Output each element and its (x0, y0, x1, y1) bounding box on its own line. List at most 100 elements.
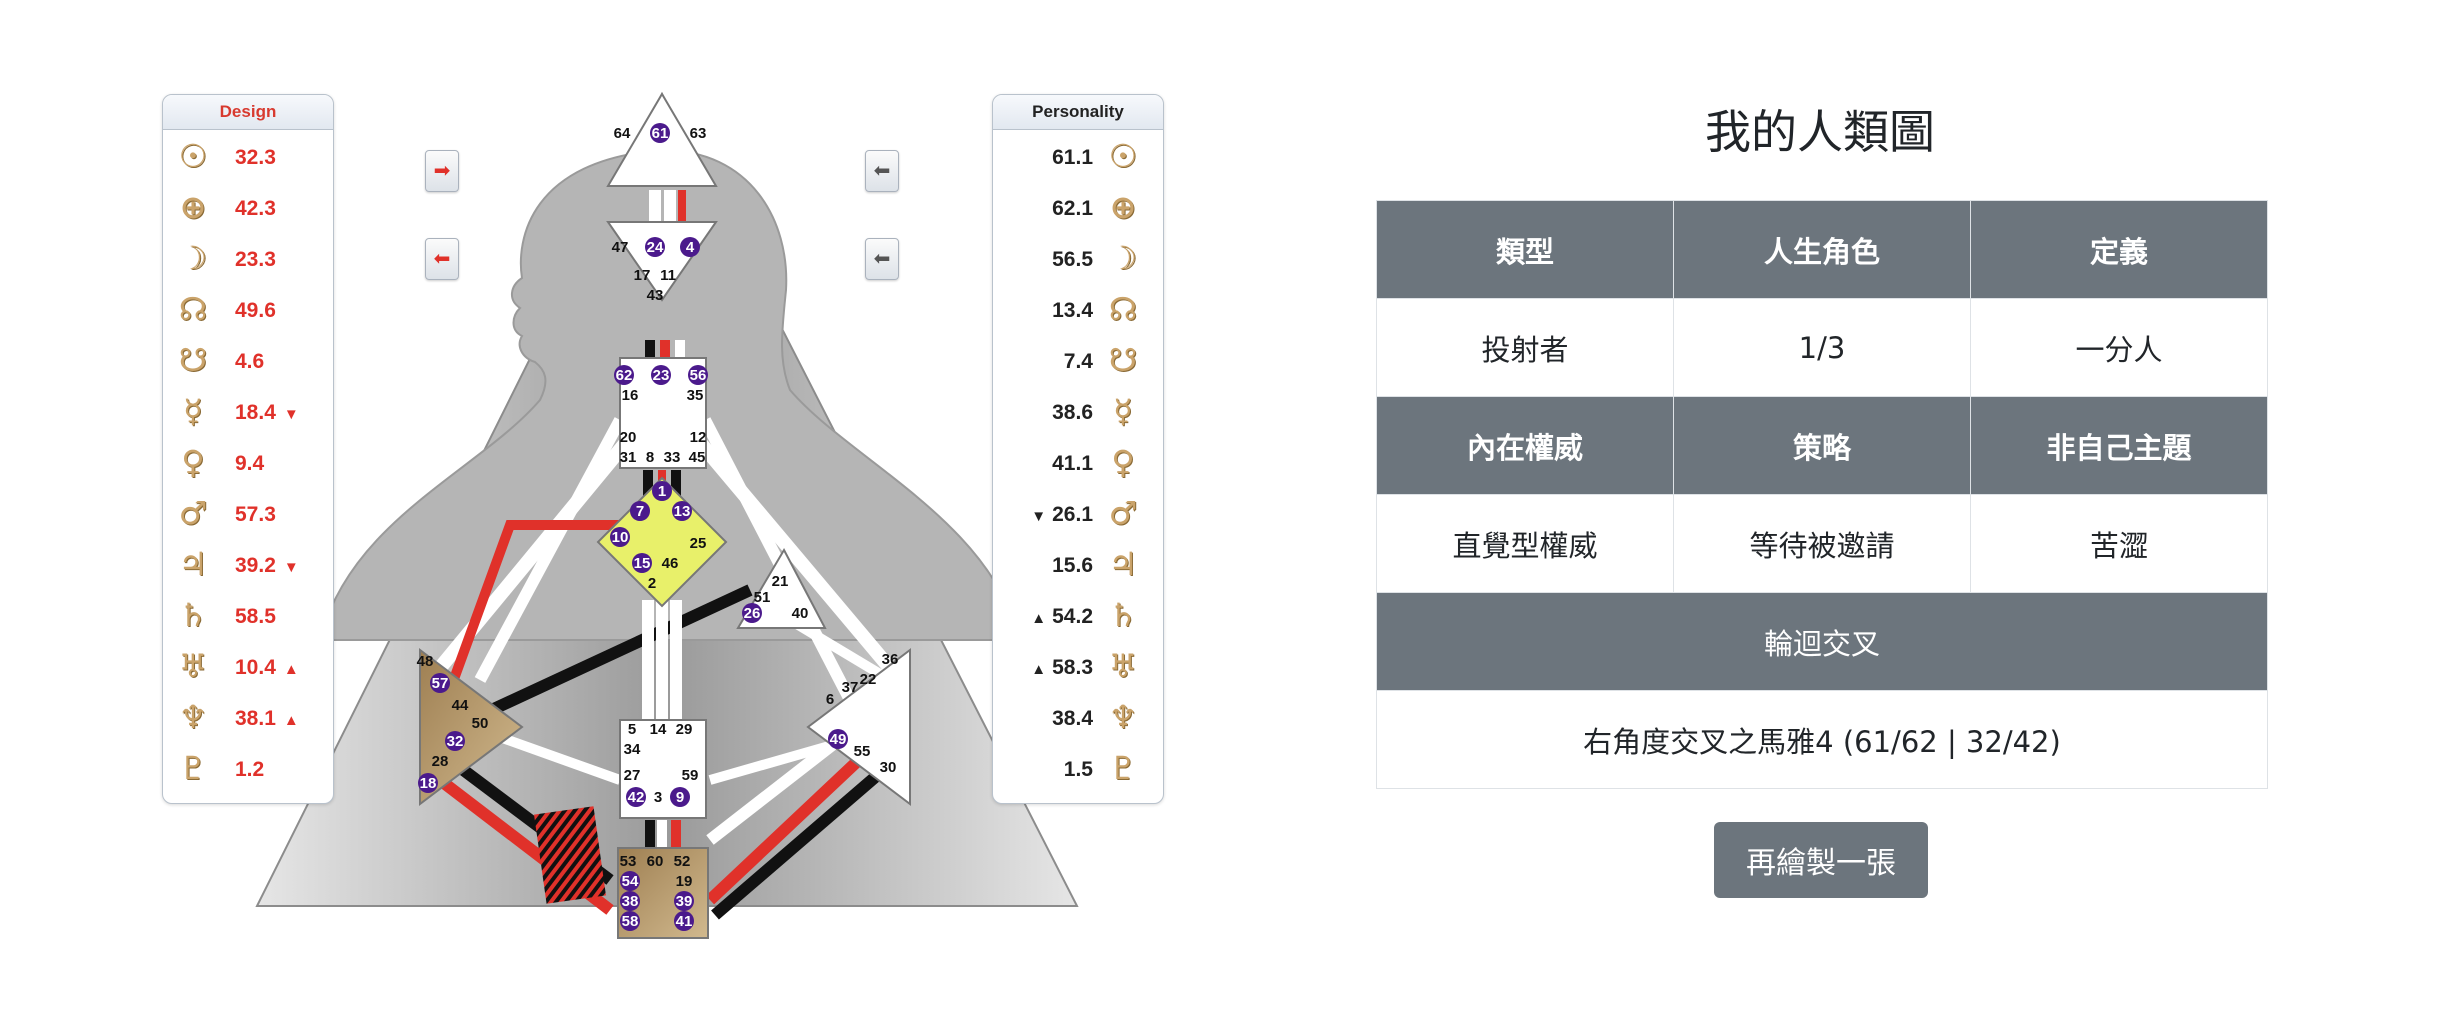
design-column: Design ☉32.3⊕42.3☽23.3☊49.6☋4.6☿18.4▼♀9.… (162, 94, 334, 804)
gate-7: 7 (630, 501, 650, 521)
gate-21: 21 (772, 573, 789, 590)
svg-text:54: 54 (622, 873, 639, 890)
mercury-icon: ☿ (1113, 392, 1133, 430)
gate-36: 36 (882, 651, 899, 668)
personality-arrow-left-bottom[interactable]: ⬅ (865, 238, 899, 280)
svg-text:22: 22 (860, 671, 877, 688)
cell-incarnation-cross: 右角度交叉之馬雅4 (61/62 | 32/42) (1376, 690, 2268, 789)
svg-text:37: 37 (842, 679, 859, 696)
svg-text:59: 59 (682, 767, 699, 784)
personality-planet-value: 38.6 (1052, 401, 1093, 424)
gate-1: 1 (652, 481, 672, 501)
uranus-icon: ♅ (1108, 647, 1138, 685)
mars-icon: ♂ (1108, 494, 1138, 532)
gate-25: 25 (690, 535, 707, 552)
svg-text:53: 53 (620, 853, 637, 870)
svg-text:38: 38 (622, 893, 639, 910)
design-planet-row: ☽23.3 (163, 232, 333, 283)
svg-text:41: 41 (676, 913, 693, 930)
bodygraph-chart: 6461634724417114362235616352012318334517… (255, 91, 1079, 939)
svg-text:33: 33 (664, 449, 681, 466)
arrow-right-icon: ➡ (433, 160, 451, 182)
gate-22: 22 (860, 671, 877, 688)
gate-56: 56 (688, 365, 708, 385)
design-planet-row: ♅10.4▲ (163, 640, 333, 691)
table-row: 右角度交叉之馬雅4 (61/62 | 32/42) (1376, 690, 2268, 789)
svg-text:5: 5 (628, 721, 636, 738)
arrow-left-icon: ⬅ (873, 160, 891, 182)
gate-33: 33 (664, 449, 681, 466)
svg-text:32: 32 (447, 733, 464, 750)
page-title: 我的人類圖 (1705, 105, 1935, 159)
svg-text:58: 58 (622, 913, 639, 930)
personality-planet-row: ♄▲54.2 (993, 589, 1163, 640)
gate-18: 18 (418, 773, 438, 793)
design-arrow-left-bottom[interactable]: ⬅ (425, 238, 459, 280)
personality-arrow-left-top[interactable]: ⬅ (865, 150, 899, 192)
svg-text:14: 14 (650, 721, 667, 738)
mars-icon: ♂ (178, 494, 208, 532)
pluto-icon: ♇ (178, 749, 208, 787)
svg-text:44: 44 (452, 697, 469, 714)
gate-64: 64 (614, 125, 631, 142)
fixation-arrow-icon: ▼ (283, 406, 299, 423)
uranus-icon: ♅ (178, 647, 208, 685)
svg-text:36: 36 (882, 651, 899, 668)
redraw-button[interactable]: 再繪製一張 (1714, 822, 1928, 898)
gate-12: 12 (690, 429, 707, 446)
svg-text:17: 17 (634, 267, 651, 284)
gate-28: 28 (432, 753, 449, 770)
header-incarnation-cross: 輪迴交叉 (1376, 592, 2268, 691)
gate-11: 11 (660, 267, 676, 284)
svg-text:30: 30 (880, 759, 897, 776)
svg-text:8: 8 (646, 449, 654, 466)
cell-not-self: 苦澀 (1969, 494, 2269, 593)
arrow-left-icon: ⬅ (433, 248, 451, 270)
design-planet-value: 49.6 (235, 299, 276, 322)
svg-text:55: 55 (854, 743, 871, 760)
personality-planet-row: ♀41.1 (993, 436, 1163, 487)
design-planet-row: ♄58.5 (163, 589, 333, 640)
table-row: 輪迴交叉 (1376, 592, 2268, 691)
personality-planet-row: ⊕62.1 (993, 181, 1163, 232)
personality-planet-value: 13.4 (1052, 299, 1093, 322)
table-row: 類型 人生角色 定義 (1376, 200, 2269, 299)
svg-text:42: 42 (628, 789, 645, 806)
gate-14: 14 (650, 721, 667, 738)
gate-6: 6 (826, 691, 834, 708)
cell-authority: 直覺型權威 (1376, 494, 1674, 593)
design-planet-row: ♂57.3 (163, 487, 333, 538)
svg-text:49: 49 (830, 731, 847, 748)
gate-35: 35 (687, 387, 704, 404)
gate-24: 24 (645, 237, 665, 257)
neptune-icon: ♆ (178, 698, 208, 736)
gate-3: 3 (654, 789, 662, 806)
svg-text:13: 13 (674, 503, 691, 520)
svg-text:28: 28 (432, 753, 449, 770)
gate-47: 47 (612, 239, 629, 256)
design-header: Design (163, 95, 333, 130)
personality-planet-row: ♂▼26.1 (993, 487, 1163, 538)
svg-text:1: 1 (658, 483, 666, 500)
fixation-arrow-icon: ▲ (283, 661, 299, 678)
arrow-left-icon: ⬅ (873, 248, 891, 270)
fixation-arrow-icon: ▲ (1031, 661, 1047, 678)
saturn-icon: ♄ (1108, 596, 1138, 634)
gate-9: 9 (670, 787, 690, 807)
venus-icon: ♀ (181, 443, 205, 481)
gate-4: 4 (680, 237, 700, 257)
design-planet-row: ☉32.3 (163, 130, 333, 181)
design-planet-row: ☊49.6 (163, 283, 333, 334)
fixation-arrow-icon: ▼ (283, 559, 299, 576)
chart-info-table: 類型 人生角色 定義 投射者 1/3 一分人 內在權威 策略 非自己主題 直覺型… (1376, 200, 2269, 789)
design-arrow-right-top[interactable]: ➡ (425, 150, 459, 192)
personality-planet-row: ☋7.4 (993, 334, 1163, 385)
design-planet-row: ♃39.2▼ (163, 538, 333, 589)
personality-planet-value: 62.1 (1052, 197, 1093, 220)
svg-text:7: 7 (636, 503, 644, 520)
moon-icon: ☽ (178, 239, 208, 277)
gate-46: 46 (662, 555, 679, 572)
gate-17: 17 (634, 267, 651, 284)
gate-13: 13 (672, 501, 692, 521)
